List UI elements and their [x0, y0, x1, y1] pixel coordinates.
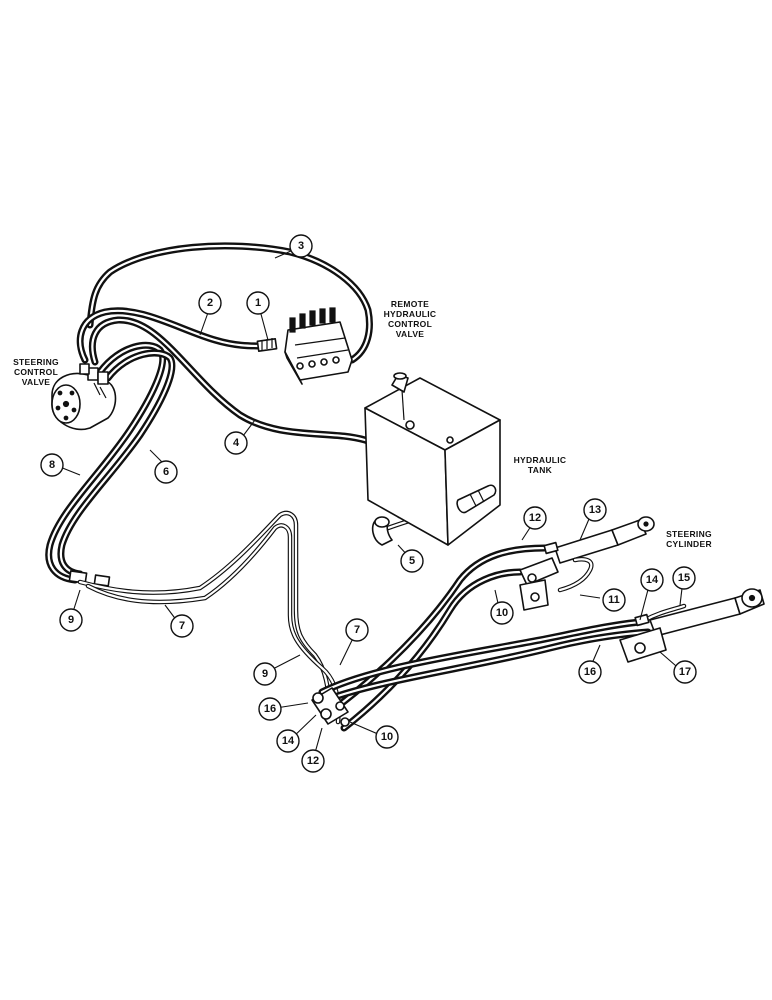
tube-7	[85, 523, 341, 725]
svg-text:6: 6	[163, 466, 169, 478]
hose-end-fittings-left	[68, 570, 111, 587]
callout-10a: 10	[490, 601, 514, 625]
callout-14b: 14	[276, 729, 300, 753]
svg-text:HYDRAULIC: HYDRAULIC	[514, 455, 567, 465]
svg-text:4: 4	[233, 437, 240, 449]
callout-14a: 14	[640, 568, 664, 592]
callout-12b: 12	[301, 749, 325, 773]
svg-text:10: 10	[496, 607, 508, 619]
hose-16	[322, 628, 652, 704]
svg-text:16: 16	[584, 666, 596, 678]
callout-17: 17	[673, 660, 697, 684]
svg-text:10: 10	[381, 731, 393, 743]
svg-text:CONTROL: CONTROL	[14, 367, 58, 377]
steering-cylinder-lower	[619, 588, 765, 663]
svg-text:HYDRAULIC: HYDRAULIC	[384, 309, 437, 319]
svg-text:15: 15	[678, 572, 690, 584]
hose-14	[318, 618, 644, 696]
svg-text:9: 9	[68, 614, 74, 626]
label-steering-cylinder: STEERING CYLINDER	[666, 529, 712, 549]
svg-text:5: 5	[409, 555, 415, 567]
label-hydraulic-tank: HYDRAULIC TANK	[514, 455, 567, 475]
callout-15: 15	[672, 566, 696, 590]
svg-text:12: 12	[307, 755, 319, 767]
svg-text:13: 13	[589, 504, 601, 516]
callout-10b: 10	[375, 725, 399, 749]
callout-4: 4	[224, 431, 248, 455]
svg-text:17: 17	[679, 666, 691, 678]
svg-text:16: 16	[264, 703, 276, 715]
remote-hydraulic-control-valve	[256, 307, 353, 385]
label-steering-control-valve: STEERING CONTROL VALVE	[13, 357, 59, 387]
steering-cylinder-upper	[519, 516, 655, 611]
callout-3: 3	[289, 234, 313, 258]
callout-12a: 12	[523, 506, 547, 530]
callout-2: 2	[198, 291, 222, 315]
svg-text:14: 14	[646, 574, 659, 586]
callout-7a: 7	[170, 614, 194, 638]
svg-text:11: 11	[608, 594, 620, 606]
callout-13: 13	[583, 498, 607, 522]
callout-8: 8	[40, 453, 64, 477]
svg-text:CONTROL: CONTROL	[388, 319, 432, 329]
steering-control-valve	[51, 363, 117, 431]
svg-text:8: 8	[49, 459, 55, 471]
svg-text:14: 14	[282, 735, 295, 747]
label-remote-hydraulic-control-valve: REMOTE HYDRAULIC CONTROL VALVE	[384, 299, 437, 339]
svg-text:VALVE: VALVE	[396, 329, 425, 339]
callout-16b: 16	[258, 697, 282, 721]
svg-text:REMOTE: REMOTE	[391, 299, 429, 309]
callout-9b: 9	[253, 662, 277, 686]
svg-text:STEERING: STEERING	[13, 357, 59, 367]
svg-text:3: 3	[298, 240, 304, 252]
callout-9a: 9	[59, 608, 83, 632]
hose-3	[86, 242, 373, 364]
hose-8	[45, 341, 167, 584]
callout-1: 1	[246, 291, 270, 315]
svg-text:TANK: TANK	[528, 465, 553, 475]
svg-text:12: 12	[529, 512, 541, 524]
hose-2	[76, 307, 266, 364]
svg-text:9: 9	[262, 668, 268, 680]
svg-text:1: 1	[255, 297, 261, 309]
svg-text:2: 2	[207, 297, 213, 309]
svg-text:STEERING: STEERING	[666, 529, 712, 539]
tube-9	[77, 510, 331, 713]
svg-text:VALVE: VALVE	[22, 377, 51, 387]
callout-16a: 16	[578, 660, 602, 684]
callout-5: 5	[400, 549, 424, 573]
callout-11: 11	[602, 588, 626, 612]
hose-6	[57, 349, 176, 578]
hose-10	[340, 568, 524, 732]
hydraulic-tank	[364, 372, 501, 546]
svg-text:7: 7	[354, 624, 360, 636]
callout-7b: 7	[345, 618, 369, 642]
callout-6: 6	[154, 460, 178, 484]
svg-text:7: 7	[179, 620, 185, 632]
svg-text:CYLINDER: CYLINDER	[666, 539, 712, 549]
bulkhead-block	[311, 687, 350, 727]
